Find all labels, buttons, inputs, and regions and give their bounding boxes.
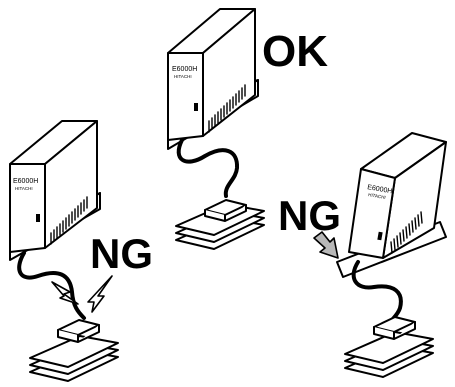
- lightning-arrow-icon: [51, 275, 113, 313]
- boards-center: [175, 199, 265, 250]
- model-label-left: E6000H: [13, 178, 38, 185]
- unit-tilted-ng: [336, 132, 447, 332]
- verdict-ng-right: NG: [278, 192, 341, 239]
- model-label-center: E6000H: [172, 66, 197, 73]
- pointer-arrow-icon: [313, 231, 339, 259]
- brand-label-right: HITACHI: [368, 192, 386, 200]
- verdict-ok: OK: [262, 27, 328, 76]
- boards-right: [344, 316, 434, 378]
- brand-label-left: HITACHI: [15, 186, 33, 191]
- brand-label-center: HITACHI: [174, 74, 192, 79]
- boards-left: [29, 319, 119, 382]
- unit-upright-ok: [167, 8, 259, 198]
- model-label-right: E6000H: [367, 184, 393, 195]
- verdict-ng-left: NG: [90, 230, 153, 277]
- unit-upright-ng: [9, 120, 101, 320]
